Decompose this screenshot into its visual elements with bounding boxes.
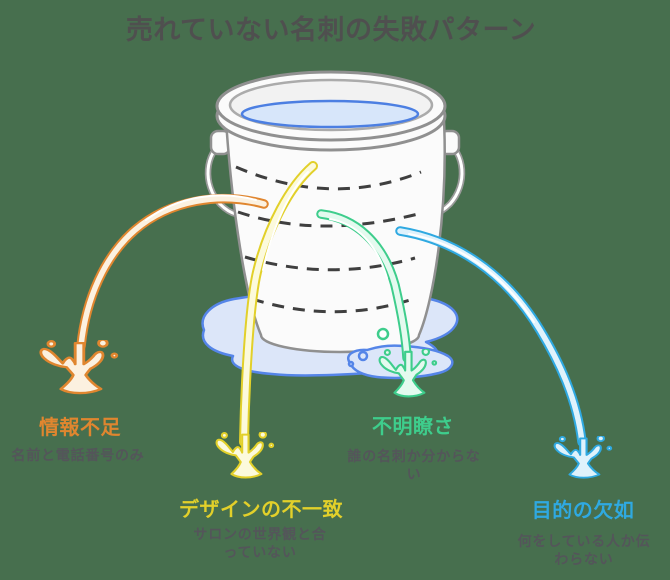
leak-stream-unclear (316, 209, 412, 363)
leak-desc-insufficient-info: 名前と電話番号のみ (11, 448, 145, 464)
green-droplet-icon (376, 327, 390, 341)
leak-stream-lack-of-purpose (395, 226, 587, 447)
leak-label-lack-of-purpose: 目的の欠如 (531, 498, 635, 522)
leak-stream-design-mismatch (239, 161, 318, 447)
leak-desc-unclear: 誰の名刺か分からない (347, 449, 481, 483)
leak-desc-lack-of-purpose: 何をしている人か伝わらない (517, 534, 651, 568)
splash-design-mismatch (215, 432, 275, 479)
page-title: 売れていない名刺の失敗パターン (125, 15, 537, 46)
splash-lack-of-purpose (553, 436, 613, 479)
leak-stream-insufficient-info (76, 193, 269, 351)
leak-label-design-mismatch: デザインの不一致 (179, 497, 343, 521)
leak-desc-design-mismatch: サロンの世界観と合っていない (193, 527, 327, 561)
leak-label-unclear: 不明瞭さ (372, 414, 454, 438)
leak-label-insufficient-info: 情報不足 (39, 415, 121, 439)
water-level-dashes (235, 165, 422, 314)
splash-insufficient-info (39, 340, 119, 395)
water-surface (240, 99, 420, 129)
